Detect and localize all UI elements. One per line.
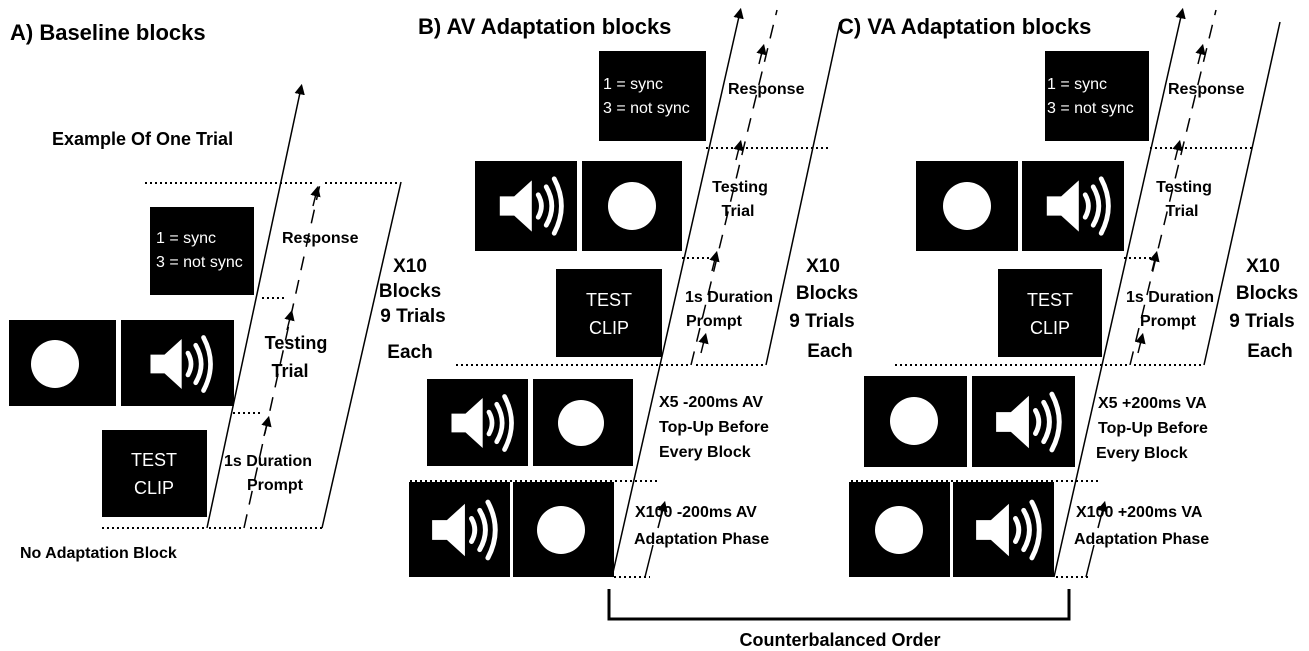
adaptation-label-2: Adaptation Phase (1074, 531, 1209, 548)
response-box-line-2: 3 = not sync (603, 100, 690, 117)
stage-prompt-label-1: 1s Duration (1126, 289, 1214, 306)
topup-label-3: Every Block (659, 444, 751, 461)
adaptation-label-1: X100 -200ms AV (635, 504, 757, 521)
bracket-label: Counterbalanced Order (739, 630, 940, 650)
topup-label-2: Top-Up Before (659, 419, 769, 436)
test-clip-line-1: TEST (1027, 290, 1073, 310)
test-clip-line-2: CLIP (134, 478, 174, 498)
panel-a-baseline: A) Baseline blocks Example Of One Trial … (9, 20, 446, 562)
adaptation-stub-line (644, 544, 654, 578)
test-clip-box (556, 269, 662, 357)
visual-circle-icon (890, 397, 938, 445)
topup-label-1: X5 +200ms VA (1098, 395, 1207, 412)
adaptation-label-1: X100 +200ms VA (1076, 504, 1203, 521)
bracket-line (607, 589, 1071, 621)
repeat-label-4: Each (1247, 341, 1292, 362)
panel-a-footer: No Adaptation Block (20, 545, 177, 562)
time-axis-arrow (611, 7, 744, 578)
panel-c-title: C) VA Adaptation blocks (838, 14, 1091, 39)
visual-circle-icon (943, 182, 991, 230)
stage-response-label: Response (282, 230, 359, 247)
repeat-label-1: X10 (1246, 256, 1280, 277)
response-box (150, 207, 254, 295)
trial-progress-line (243, 183, 321, 529)
adaptation-stub-line (1085, 544, 1095, 578)
topup-label-3: Every Block (1096, 445, 1188, 462)
visual-circle-icon (608, 182, 656, 230)
block-boundary-line (321, 181, 402, 529)
test-clip-box (102, 430, 207, 517)
repeat-label-2: Blocks (379, 281, 441, 302)
block-boundary-line (765, 21, 841, 366)
stage-prompt-label-2: Prompt (1140, 313, 1197, 330)
repeat-label-4: Each (387, 342, 432, 363)
test-clip-line-1: TEST (131, 450, 177, 470)
trial-progress-line (690, 9, 778, 366)
response-box-line-1: 1 = sync (603, 76, 663, 93)
stage-response-label: Response (1168, 81, 1245, 98)
stage-testing-label-1: Testing (1156, 179, 1212, 196)
counterbalance-bracket: Counterbalanced Order (607, 589, 1071, 650)
block-boundary-line (1203, 21, 1281, 366)
panel-c-va-adaptation: C) VA Adaptation blocks 1 = sync 3 = not… (838, 7, 1298, 578)
repeat-label-4: Each (807, 341, 852, 362)
stage-response-label: Response (728, 81, 805, 98)
response-box (1045, 51, 1149, 141)
visual-circle-icon (558, 400, 604, 446)
repeat-label-2: Blocks (796, 283, 858, 304)
repeat-label-2: Blocks (1236, 283, 1298, 304)
test-clip-line-1: TEST (586, 290, 632, 310)
stage-testing-label-2: Trial (1166, 203, 1199, 220)
stage-testing-label-2: Trial (271, 361, 308, 381)
stage-testing-label-1: Testing (265, 333, 328, 353)
test-clip-line-2: CLIP (589, 318, 629, 338)
trial-progress-line (1129, 9, 1217, 366)
panel-a-subtitle: Example Of One Trial (52, 129, 233, 149)
repeat-label-1: X10 (393, 256, 427, 277)
repeat-label-3: 9 Trials (789, 311, 855, 332)
time-axis-arrow (1053, 7, 1186, 578)
topup-label-2: Top-Up Before (1098, 420, 1208, 437)
stage-prompt-label-2: Prompt (686, 313, 743, 330)
response-box-line-1: 1 = sync (156, 230, 216, 247)
adaptation-label-2: Adaptation Phase (634, 531, 769, 548)
test-clip-box (998, 269, 1102, 357)
stage-prompt-label-1: 1s Duration (224, 453, 312, 470)
time-axis-arrow (206, 83, 305, 529)
visual-circle-icon (31, 340, 79, 388)
response-box (599, 51, 706, 141)
panel-b-title: B) AV Adaptation blocks (418, 14, 671, 39)
repeat-label-3: 9 Trials (1229, 311, 1295, 332)
response-box-line-2: 3 = not sync (156, 254, 243, 271)
visual-circle-icon (537, 506, 585, 554)
response-box-line-2: 3 = not sync (1047, 100, 1134, 117)
repeat-label-1: X10 (806, 256, 840, 277)
repeat-label-3: 9 Trials (380, 306, 446, 327)
panel-b-av-adaptation: B) AV Adaptation blocks 1 = sync 3 = not… (409, 7, 858, 578)
response-box-line-1: 1 = sync (1047, 76, 1107, 93)
test-clip-line-2: CLIP (1030, 318, 1070, 338)
panel-a-title: A) Baseline blocks (10, 20, 206, 45)
stage-prompt-label-1: 1s Duration (685, 289, 773, 306)
stage-prompt-label-2: Prompt (247, 477, 304, 494)
visual-circle-icon (875, 506, 923, 554)
stage-testing-label-2: Trial (722, 203, 755, 220)
stage-testing-label-1: Testing (712, 179, 768, 196)
topup-label-1: X5 -200ms AV (659, 394, 763, 411)
